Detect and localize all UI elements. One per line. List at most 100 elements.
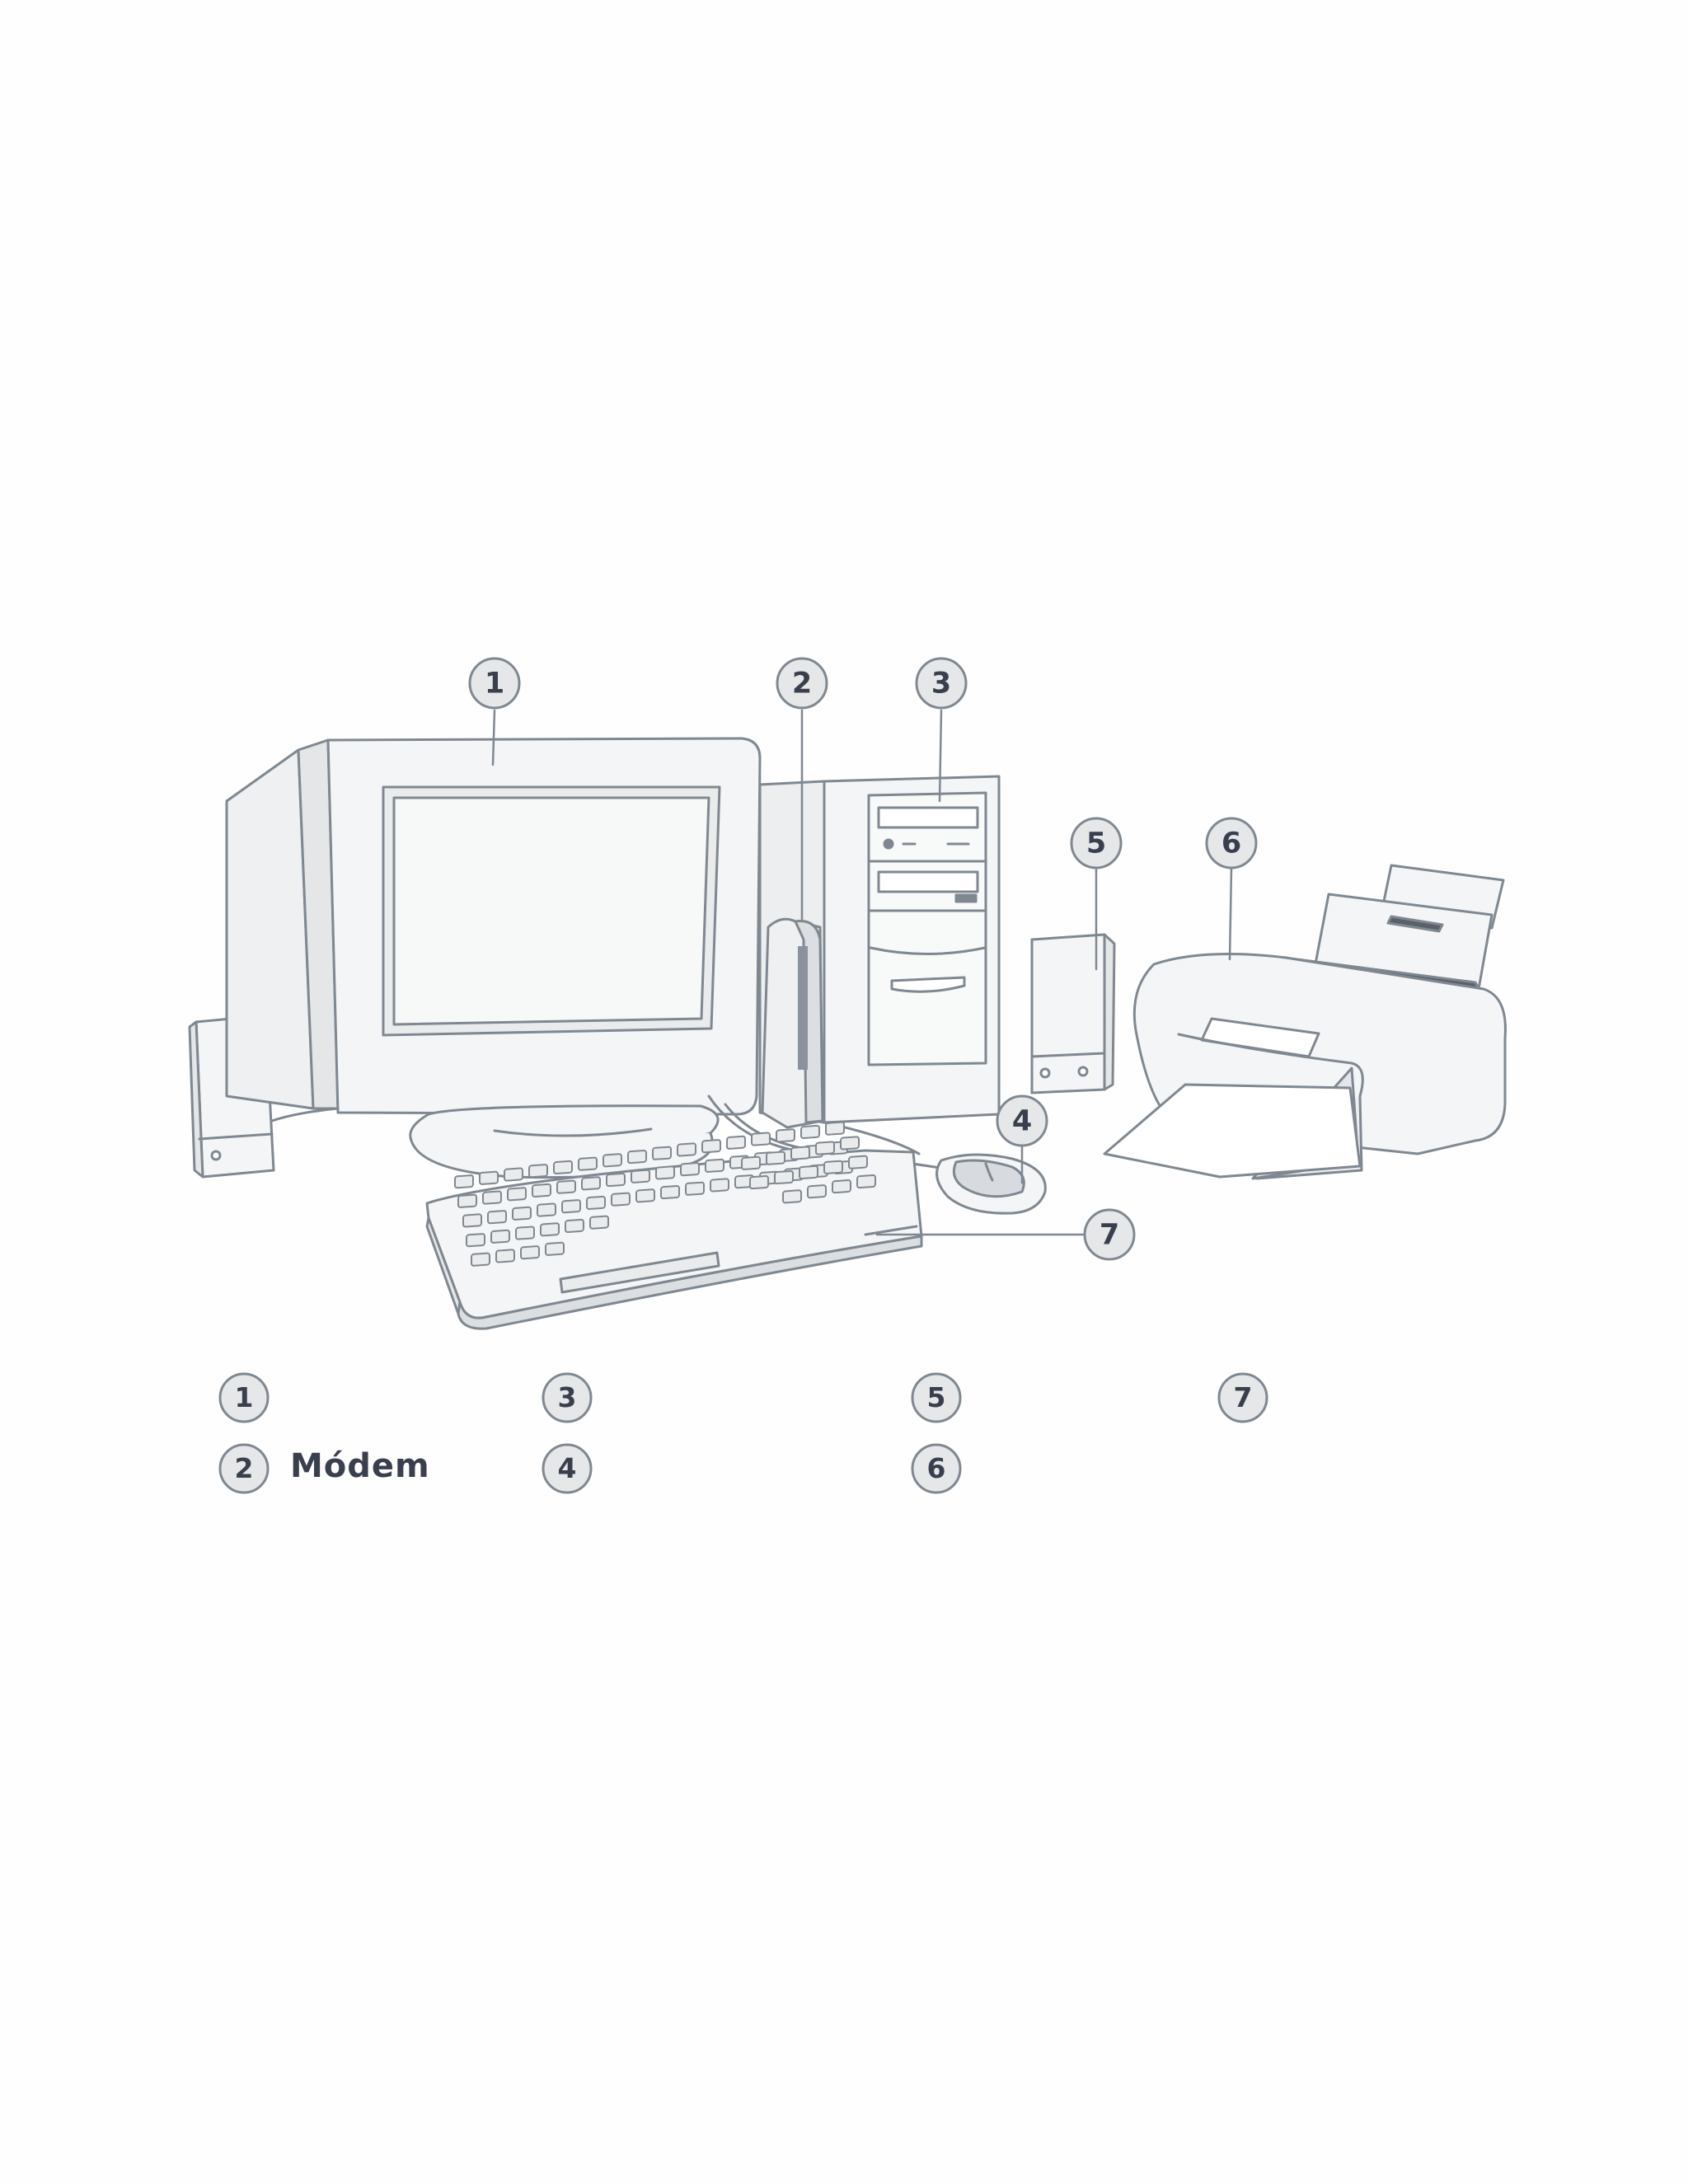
legend-marker-6: 6	[911, 1443, 962, 1494]
callout-number: 4	[1012, 1104, 1032, 1137]
callout-3: 3	[915, 657, 968, 710]
keyboard-key	[631, 1169, 650, 1183]
keyboard-key	[520, 1245, 540, 1260]
keyboard-key	[677, 1142, 696, 1157]
callout-circle	[1083, 1208, 1136, 1261]
callout-number: 2	[235, 1452, 254, 1484]
keyboard-key	[512, 1206, 532, 1221]
keyboard-key	[799, 1165, 818, 1179]
keyboard-key	[848, 1155, 868, 1169]
leader-lines	[491, 709, 1233, 1236]
callout-circle	[1217, 1372, 1268, 1423]
keyboard-key	[840, 1136, 860, 1151]
callout-markers: 1 2 3 4 5 6 7	[468, 657, 1258, 1261]
callout-number: 1	[485, 667, 504, 700]
callout-number: 7	[1234, 1381, 1253, 1413]
keyboard-key	[766, 1151, 785, 1165]
callout-7: 7	[1083, 1208, 1136, 1261]
system-unit-tower	[758, 775, 1001, 1124]
keyboard-key	[705, 1158, 724, 1173]
callout-number: 2	[792, 667, 812, 700]
mouse	[935, 1153, 1047, 1215]
callout-circle	[911, 1372, 962, 1423]
keyboard-key	[776, 1128, 795, 1143]
legend-marker-7: 7	[1217, 1372, 1268, 1423]
callout-circle	[996, 1094, 1048, 1147]
keyboard-key	[652, 1146, 672, 1160]
keyboard-key	[556, 1179, 576, 1194]
keyboard-key	[561, 1199, 581, 1214]
keyboard-key	[457, 1193, 477, 1208]
keyboard-key	[635, 1188, 655, 1203]
keyboard-key	[856, 1174, 876, 1189]
keyboard-key	[482, 1190, 502, 1205]
keyboard	[425, 1121, 923, 1330]
keyboard-key	[479, 1170, 499, 1185]
keyboard-key	[504, 1167, 523, 1182]
keyboard-key	[462, 1213, 482, 1228]
callout-circle	[1205, 817, 1258, 869]
keyboard-key	[823, 1160, 843, 1174]
legend-marker-3: 3	[542, 1372, 593, 1423]
keyboard-key	[589, 1215, 609, 1230]
keyboard-key	[471, 1252, 490, 1267]
keyboard-key	[495, 1249, 515, 1263]
callout-number: 1	[235, 1381, 254, 1413]
legend-marker-5: 5	[911, 1372, 962, 1423]
keyboard-key	[537, 1202, 556, 1217]
keyboard-key	[825, 1121, 845, 1136]
keyboard-key	[532, 1183, 551, 1198]
keyboard-key	[528, 1164, 548, 1179]
keyboard-key	[627, 1149, 647, 1165]
keyboard-key	[586, 1195, 606, 1211]
callout-number: 5	[927, 1381, 946, 1413]
callout-6: 6	[1205, 817, 1258, 869]
keyboard-key	[466, 1233, 485, 1248]
callout-number: 3	[558, 1381, 577, 1413]
legend-label-2: Módem	[290, 1447, 430, 1485]
callout-number: 6	[927, 1452, 946, 1484]
keyboard-key	[815, 1141, 835, 1155]
keyboard-key	[553, 1160, 573, 1175]
legend-markers: 1 2 3 4 5 6 7	[218, 1372, 1268, 1494]
keyboard-key	[565, 1218, 584, 1234]
keyboard-key	[774, 1169, 794, 1185]
keyboard-key	[515, 1226, 535, 1240]
callout-4: 4	[996, 1094, 1048, 1147]
keyboard-key	[832, 1179, 851, 1194]
callout-circle	[915, 657, 968, 710]
keyboard-key	[660, 1184, 680, 1200]
callout-circle	[776, 657, 828, 710]
keyboard-key	[782, 1189, 802, 1204]
callout-circle	[1070, 817, 1123, 869]
keyboard-key	[749, 1175, 769, 1190]
callout-number: 5	[1086, 827, 1106, 860]
callout-1: 1	[468, 657, 521, 710]
keyboard-key	[751, 1132, 771, 1146]
keyboard-key	[726, 1135, 746, 1150]
keyboard-key	[741, 1155, 761, 1170]
callout-circle	[911, 1443, 962, 1494]
modem	[761, 917, 824, 1129]
right-speaker	[1030, 933, 1116, 1094]
keyboard-key	[454, 1174, 474, 1189]
keyboard-key	[710, 1178, 729, 1193]
keyboard-key	[487, 1210, 507, 1225]
callout-2: 2	[776, 657, 828, 710]
callout-circle	[218, 1443, 270, 1494]
keyboard-key	[800, 1124, 820, 1140]
callout-number: 4	[558, 1452, 577, 1484]
callout-number: 6	[1221, 827, 1241, 860]
keyboard-key	[490, 1229, 510, 1244]
legend-marker-1: 1	[218, 1372, 270, 1423]
keyboard-key	[545, 1241, 565, 1256]
callout-number: 7	[1100, 1218, 1119, 1251]
callout-circle	[218, 1372, 270, 1423]
keyboard-key	[680, 1162, 700, 1177]
keyboard-key	[507, 1187, 527, 1202]
keyboard-key	[655, 1165, 675, 1180]
keyboard-key	[581, 1176, 601, 1191]
keyboard-key	[807, 1184, 827, 1199]
callout-circle	[542, 1443, 593, 1494]
